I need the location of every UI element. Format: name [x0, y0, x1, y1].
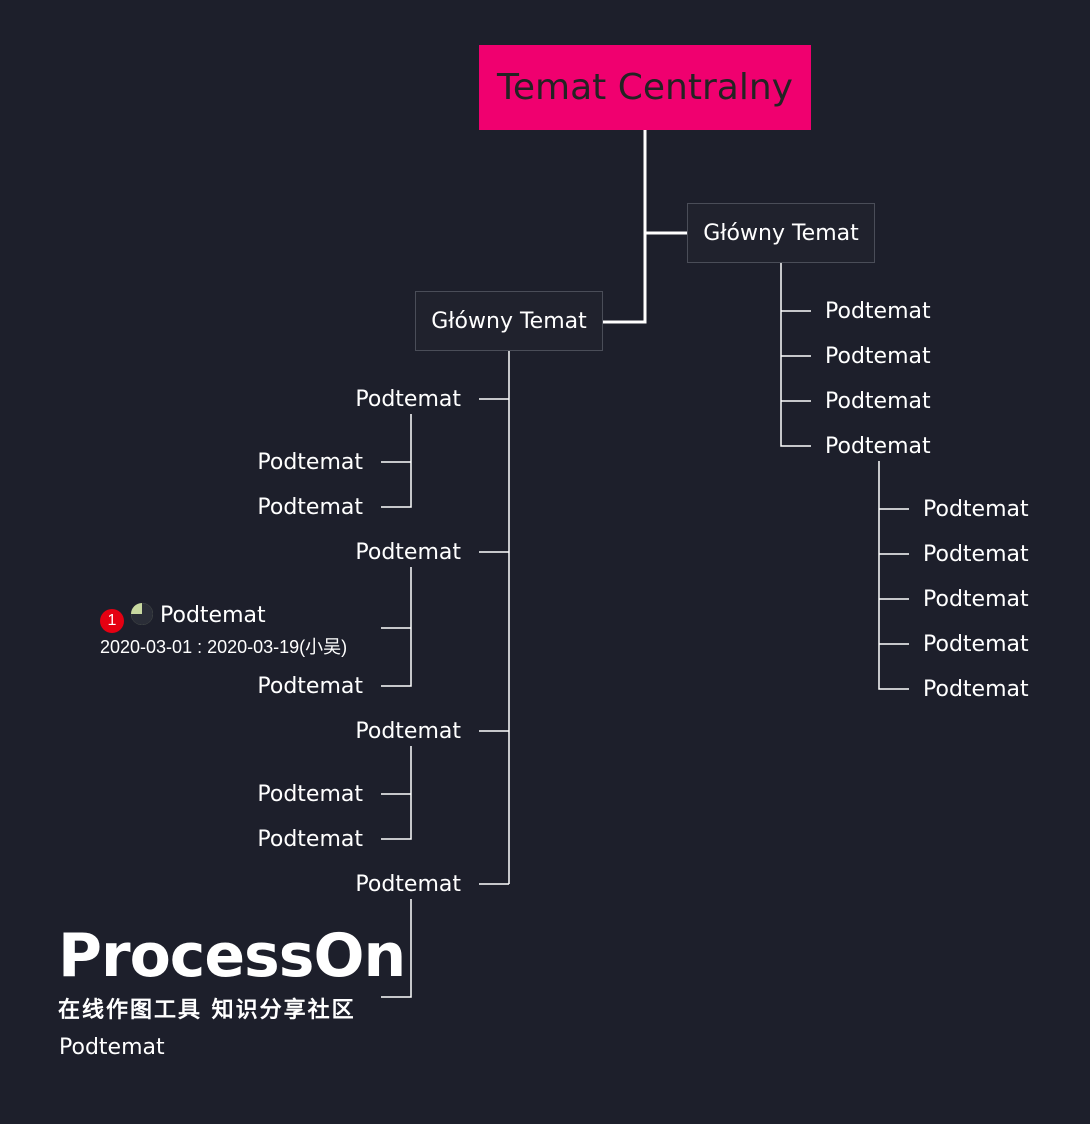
subtopic[interactable]: Podtemat [825, 299, 931, 325]
subtopic-label: Podtemat [257, 782, 363, 807]
processon-logo: ProcessOn 在线作图工具 知识分享社区 [58, 921, 406, 1024]
logo-tagline: 在线作图工具 知识分享社区 [58, 998, 356, 1023]
task-dates: 2020-03-01 : 2020-03-19(小吴) [100, 637, 348, 657]
subtopic[interactable]: Podtemat [355, 872, 461, 898]
logo-wordmark: ProcessOn [58, 921, 406, 991]
subtopic-with-markers[interactable]: 1 Podtemat [100, 602, 266, 633]
subtopic-label: Podtemat [355, 540, 461, 565]
subtopic[interactable]: Podtemat [257, 827, 363, 853]
subtopic-label: Podtemat [355, 872, 461, 897]
central-topic[interactable]: Temat Centralny [479, 45, 811, 130]
subtopic[interactable]: Podtemat [257, 782, 363, 808]
subtopic-label: Podtemat [923, 677, 1029, 702]
subtopic-label: Podtemat [160, 603, 266, 628]
subtopic[interactable]: Podtemat [825, 434, 931, 460]
main-topic-left[interactable]: Główny Temat [415, 291, 603, 351]
subtopic[interactable]: Podtemat [257, 674, 363, 700]
subtopic[interactable]: Podtemat [355, 719, 461, 745]
subtopic[interactable]: Podtemat [923, 542, 1029, 568]
subtopic[interactable]: Podtemat [355, 387, 461, 413]
pie-quarter-icon [131, 603, 153, 625]
subtopic-label: Podtemat [257, 495, 363, 520]
subtopic-label: Podtemat [825, 344, 931, 369]
subtopic-label: Podtemat [257, 450, 363, 475]
subtopic[interactable]: Podtemat [923, 587, 1029, 613]
subtopic-label: Podtemat [355, 387, 461, 412]
subtopic-label: Podtemat [825, 299, 931, 324]
subtopic-label: Podtemat [355, 719, 461, 744]
subtopic-label: Podtemat [923, 497, 1029, 522]
main-topic-right[interactable]: Główny Temat [687, 203, 875, 263]
subtopic-label: Podtemat [825, 389, 931, 414]
priority-1-icon: 1 [100, 609, 124, 633]
subtopic[interactable]: Podtemat [923, 632, 1029, 658]
subtopic[interactable]: Podtemat [923, 497, 1029, 523]
subtopic[interactable]: Podtemat [59, 1035, 165, 1061]
subtopic[interactable]: Podtemat [825, 344, 931, 370]
subtopic-label: Podtemat [923, 632, 1029, 657]
subtopic-label: Podtemat [923, 542, 1029, 567]
subtopic-label: Podtemat [257, 674, 363, 699]
subtopic-label: Podtemat [825, 434, 931, 459]
subtopic[interactable]: Podtemat [923, 677, 1029, 703]
subtopic[interactable]: Podtemat [825, 389, 931, 415]
subtopic-label: Podtemat [257, 827, 363, 852]
subtopic-label: Podtemat [923, 587, 1029, 612]
subtopic[interactable]: Podtemat [257, 450, 363, 476]
subtopic-label: Podtemat [59, 1035, 165, 1060]
subtopic[interactable]: Podtemat [257, 495, 363, 521]
subtopic[interactable]: Podtemat [355, 540, 461, 566]
